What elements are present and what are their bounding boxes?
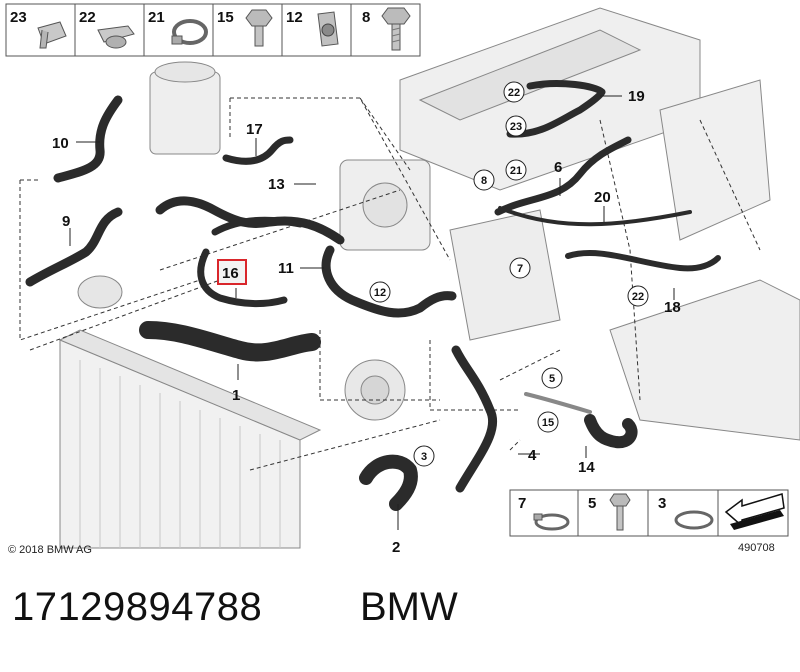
circle-22-top[interactable]: 22 <box>503 81 525 103</box>
hex-bolt-icon <box>381 7 411 51</box>
circle-7[interactable]: 7 <box>509 257 531 279</box>
label-16[interactable]: 16 <box>222 265 239 282</box>
hose-9[interactable] <box>25 207 123 287</box>
arrow-icon <box>724 493 785 530</box>
label-18[interactable]: 18 <box>664 299 681 316</box>
label-19[interactable]: 19 <box>628 88 645 105</box>
svg-text:15: 15 <box>542 417 554 429</box>
hose-20[interactable] <box>498 206 692 227</box>
legend-part-5[interactable]: 5 <box>588 493 631 531</box>
svg-text:8: 8 <box>362 9 370 26</box>
label-17[interactable]: 17 <box>246 121 263 138</box>
circle-23[interactable]: 23 <box>505 115 527 137</box>
label-leaders <box>69 95 675 530</box>
svg-text:3: 3 <box>421 451 427 463</box>
svg-text:7: 7 <box>518 495 526 512</box>
engine-components <box>58 7 800 549</box>
hose-1[interactable] <box>139 321 321 362</box>
cylinder-head-bottom <box>609 279 800 441</box>
svg-text:22: 22 <box>632 291 644 303</box>
part-number: 17129894788 <box>12 585 263 629</box>
label-11[interactable]: 11 <box>278 260 294 277</box>
svg-text:12: 12 <box>286 9 303 26</box>
hose-19[interactable] <box>506 80 606 138</box>
clip-icon <box>37 21 67 49</box>
cylinder-head-top <box>399 7 701 191</box>
svg-text:15: 15 <box>217 9 234 26</box>
circled-callouts: 22 23 21 8 7 12 22 5 <box>369 81 649 467</box>
expansion-tank <box>149 61 221 155</box>
clamp-ring-icon <box>674 510 714 530</box>
circle-5[interactable]: 5 <box>541 367 563 389</box>
label-10[interactable]: 10 <box>52 135 69 152</box>
toolbar-part-8[interactable]: 8 <box>362 7 411 51</box>
hose-2[interactable] <box>359 454 418 511</box>
highlight-box-16 <box>217 259 247 285</box>
legend-part-3[interactable]: 3 <box>658 495 714 530</box>
radiator <box>58 329 322 549</box>
hose-4[interactable] <box>451 345 498 493</box>
callout-labels: 10 9 17 13 11 16 1 2 4 14 19 6 20 18 <box>52 88 681 556</box>
hose-16[interactable] <box>197 248 288 308</box>
svg-text:7: 7 <box>517 263 523 275</box>
label-9[interactable]: 9 <box>62 213 70 230</box>
hose-6[interactable] <box>494 136 632 216</box>
label-20[interactable]: 20 <box>594 189 611 206</box>
hose-clamp-icon <box>171 19 208 45</box>
circle-21[interactable]: 21 <box>505 159 527 181</box>
circle-3[interactable]: 3 <box>413 445 435 467</box>
label-4[interactable]: 4 <box>528 447 537 464</box>
label-6[interactable]: 6 <box>554 159 562 176</box>
svg-text:8: 8 <box>481 175 487 187</box>
hex-screw-icon <box>245 9 273 47</box>
label-14[interactable]: 14 <box>578 459 595 476</box>
legend-arrow[interactable] <box>724 493 785 530</box>
label-13[interactable]: 13 <box>268 176 285 193</box>
hose-clip-icon <box>97 25 135 49</box>
svg-text:5: 5 <box>588 495 596 512</box>
toolbar-part-12[interactable]: 12 <box>286 9 339 47</box>
water-pump <box>344 359 406 421</box>
hose-11[interactable] <box>321 245 457 318</box>
circle-8[interactable]: 8 <box>473 169 495 191</box>
label-1[interactable]: 1 <box>232 387 240 404</box>
electric-pump <box>77 275 123 309</box>
brand-name: BMW <box>360 585 458 629</box>
legend-part-7[interactable]: 7 <box>518 495 570 531</box>
toolbar-part-21[interactable]: 21 <box>148 9 208 45</box>
svg-text:21: 21 <box>148 9 165 26</box>
svg-text:12: 12 <box>374 287 386 299</box>
bottom-parts-strip: 7 5 3 <box>509 489 789 537</box>
hoses <box>25 80 721 511</box>
hose-17[interactable] <box>222 136 294 165</box>
toolbar-part-23[interactable]: 23 <box>10 9 67 49</box>
circle-12[interactable]: 12 <box>369 281 391 303</box>
top-parts-strip: 23 22 21 15 <box>5 3 421 57</box>
toolbar-part-15[interactable]: 15 <box>217 9 273 47</box>
svg-text:21: 21 <box>510 165 522 177</box>
hose-14[interactable] <box>584 414 638 449</box>
egr-cooler <box>449 209 561 341</box>
copyright-text: © 2018 BMW AG <box>8 544 92 556</box>
circle-15[interactable]: 15 <box>537 411 559 433</box>
bracket-clip-icon <box>317 11 339 47</box>
dashed-leaders <box>19 97 761 471</box>
screw-icon <box>609 493 631 531</box>
diagram-id: 490708 <box>738 542 775 554</box>
svg-text:3: 3 <box>658 495 666 512</box>
hose-18[interactable] <box>565 250 721 272</box>
svg-text:23: 23 <box>10 9 27 26</box>
parts-diagram: 23 22 21 15 <box>5 3 800 556</box>
svg-text:23: 23 <box>510 121 522 133</box>
svg-text:22: 22 <box>79 9 96 26</box>
hose-10[interactable] <box>53 95 123 183</box>
label-2[interactable]: 2 <box>392 539 400 556</box>
svg-text:22: 22 <box>508 87 520 99</box>
circle-22-right[interactable]: 22 <box>627 285 649 307</box>
svg-text:5: 5 <box>549 373 555 385</box>
toolbar-part-22[interactable]: 22 <box>79 9 135 49</box>
clamp-icon <box>533 513 570 531</box>
charge-air-cooler <box>659 79 771 241</box>
